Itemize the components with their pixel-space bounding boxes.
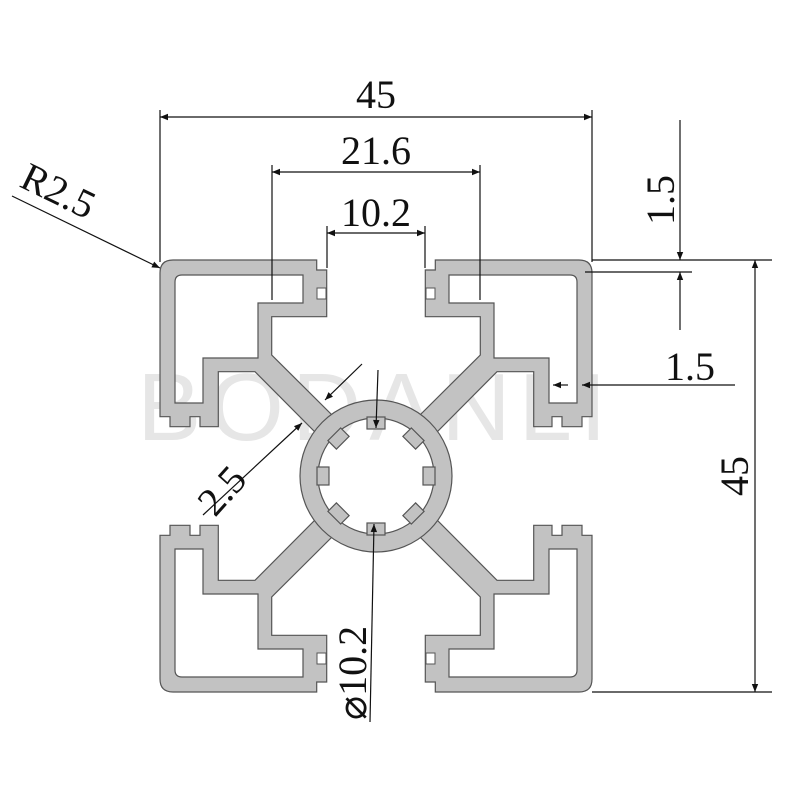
dim-label-height: 45 bbox=[712, 456, 757, 496]
dim-opening-10-2: 10.2 bbox=[326, 190, 426, 268]
dim-slot-21-6: 21.6 bbox=[271, 128, 481, 300]
dim-label-lip-top: 1.5 bbox=[638, 175, 683, 225]
dim-lip-top: 1.5 bbox=[585, 120, 772, 330]
dim-label-radius: R2.5 bbox=[14, 154, 103, 228]
dim-bore: ⌀10.2 bbox=[330, 369, 380, 723]
dim-label-slot: 21.6 bbox=[341, 128, 411, 173]
dim-label-lip-side: 1.5 bbox=[665, 344, 715, 389]
dim-width-45: 45 bbox=[159, 72, 593, 262]
dim-lip-side: 1.5 bbox=[553, 344, 735, 389]
dim-label-opening: 10.2 bbox=[341, 190, 411, 235]
dim-label-bore: ⌀10.2 bbox=[330, 626, 375, 720]
dim-label-width: 45 bbox=[356, 72, 396, 117]
dim-radius: R2.5 bbox=[11, 154, 161, 269]
dim-label-web: 2.5 bbox=[188, 457, 255, 524]
dim-height-45: 45 bbox=[592, 260, 772, 693]
